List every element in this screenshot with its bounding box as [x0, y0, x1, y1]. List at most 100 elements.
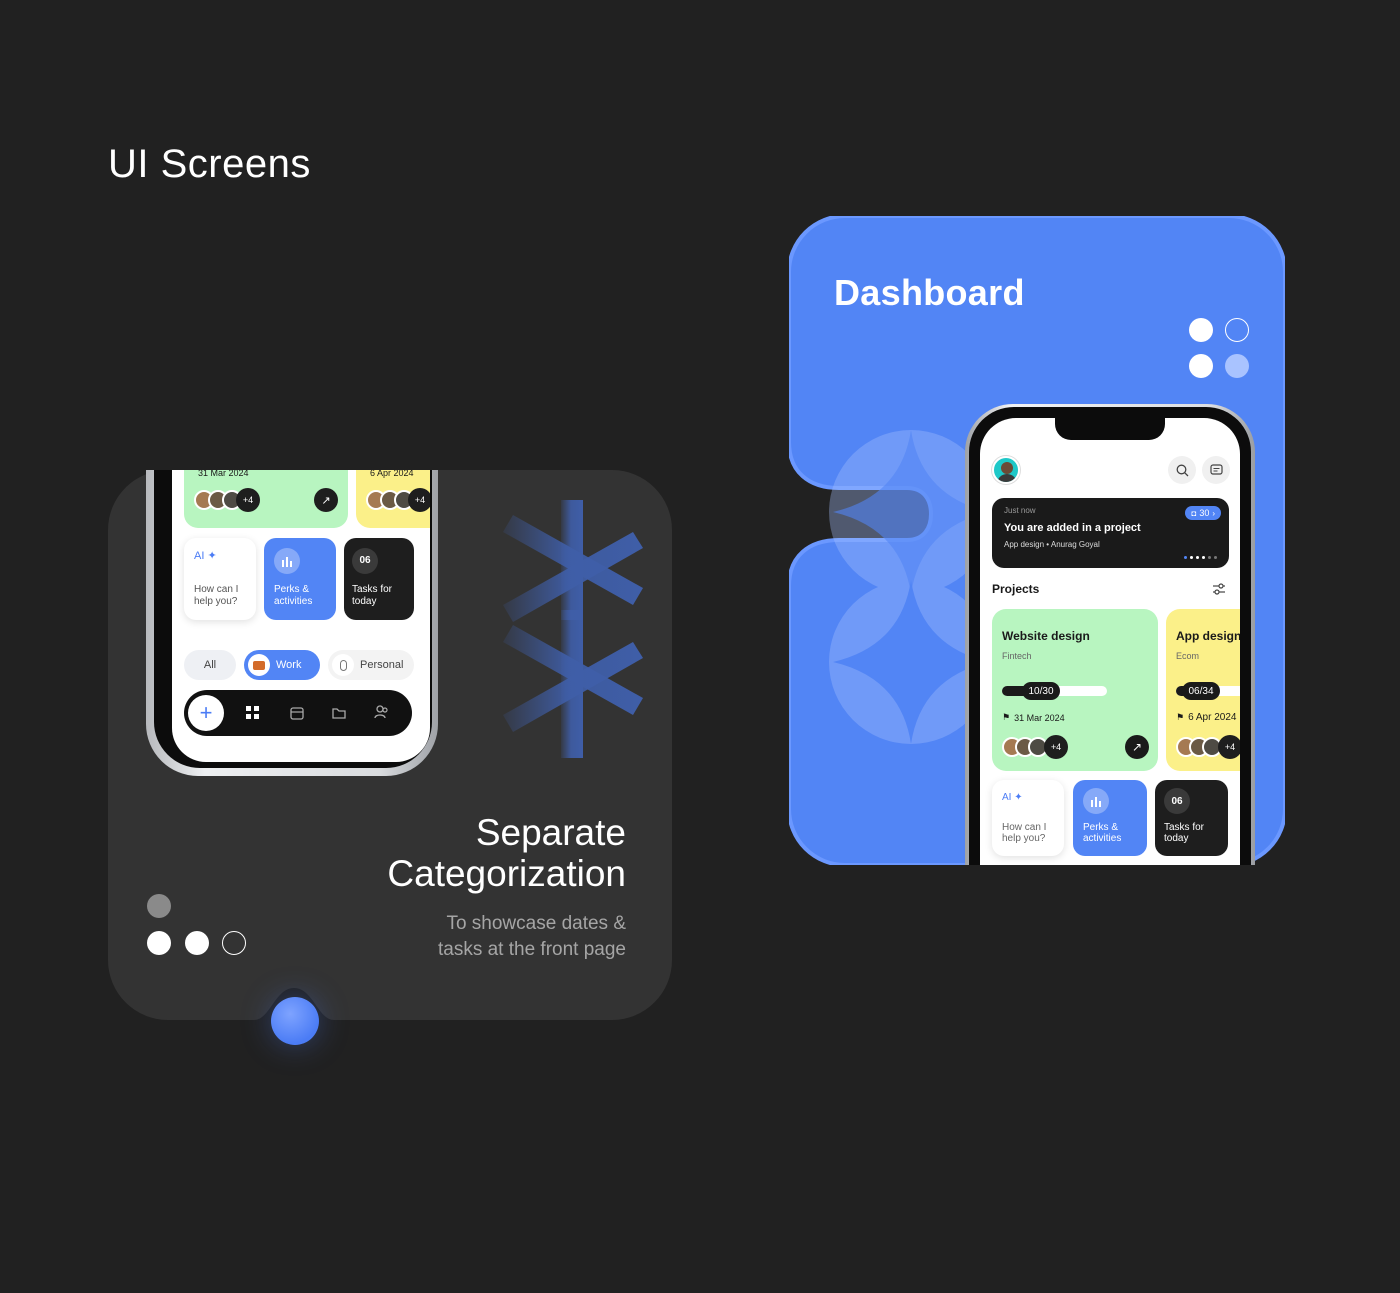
decorative-dot — [1189, 318, 1213, 342]
filter-chip-work[interactable]: Work — [244, 650, 320, 680]
project-date: 6 Apr 2024 — [370, 470, 414, 478]
phone-mockup-right: Just now You are added in a project App … — [965, 404, 1255, 865]
carousel-indicator — [1184, 556, 1217, 559]
filter-chip-personal[interactable]: Personal — [328, 650, 414, 680]
perks-line1: Perks & — [1083, 822, 1119, 833]
tasks-line1: Tasks for — [352, 584, 393, 595]
perks-line2: activities — [274, 596, 313, 607]
separator-dot: • — [1046, 540, 1051, 549]
extra-members-badge: +4 — [1218, 735, 1240, 759]
phone-screen: Just now You are added in a project App … — [980, 418, 1240, 865]
card-subtitle: To showcase dates & tasks at the front p… — [326, 911, 626, 963]
ai-assistant-tile[interactable]: AI ✦ How can I help you? — [184, 538, 256, 620]
project-card-app[interactable]: App design Ecom 06/34 ⚑ 6 Apr 2024 +4 — [1166, 609, 1240, 771]
tasks-line2: today — [1164, 833, 1189, 844]
filter-chip-all[interactable]: All — [184, 650, 236, 680]
notification-time: Just now — [1004, 506, 1036, 515]
decorative-dot — [1225, 354, 1249, 378]
project-name: App design — [1176, 629, 1240, 643]
card-subtitle-line2: tasks at the front page — [437, 939, 626, 960]
project-category: Ecom — [1176, 651, 1200, 661]
person-icon — [332, 654, 354, 676]
decorative-dot — [147, 931, 171, 955]
ai-prompt-line2: help you? — [1002, 833, 1046, 844]
asterisk-decoration — [503, 500, 643, 758]
notification-card[interactable]: Just now You are added in a project App … — [992, 498, 1229, 568]
ai-assistant-tile[interactable]: AI ✦ How can I help you? — [992, 780, 1064, 856]
search-icon[interactable] — [1168, 456, 1196, 484]
tasks-count: 06 — [352, 548, 378, 574]
page-title: UI Screens — [108, 142, 311, 186]
decorative-dot — [1189, 354, 1213, 378]
extra-members-badge: +4 — [408, 488, 430, 512]
notification-badge[interactable]: ◘ 30 › — [1185, 506, 1221, 520]
decorative-dot — [1225, 318, 1249, 342]
phone-mockup-left: 31 Mar 2024 +4 ↗ 6 Apr 2024 +4 AI ✦ How … — [146, 470, 440, 778]
decorative-dot — [147, 894, 171, 918]
open-project-arrow-icon[interactable]: ↗ — [314, 488, 338, 512]
open-project-arrow-icon[interactable]: ↗ — [1125, 735, 1149, 759]
progress-label: 06/34 — [1182, 682, 1220, 700]
sparkle-icon: ✦ — [1014, 792, 1023, 803]
project-date: 31 Mar 2024 — [1014, 712, 1065, 723]
sparkle-icon: ✦ — [207, 550, 217, 562]
project-date: 6 Apr 2024 — [1188, 712, 1237, 723]
blue-orb — [271, 997, 319, 1045]
notification-meta-project: App design — [1004, 540, 1045, 549]
card-title: Dashboard — [834, 272, 1025, 313]
project-card-website[interactable]: 31 Mar 2024 +4 ↗ — [184, 470, 348, 528]
tasks-today-tile[interactable]: 06 Tasks for today — [344, 538, 414, 620]
notification-meta-person: Anurag Goyal — [1050, 540, 1100, 549]
message-icon[interactable] — [1202, 456, 1230, 484]
bar-chart-icon — [1083, 788, 1109, 814]
chevron-right-icon: › — [1212, 508, 1215, 518]
people-icon[interactable] — [374, 705, 390, 724]
briefcase-icon — [248, 654, 270, 676]
bottom-navigation: + — [184, 690, 412, 736]
chip-label: Work — [276, 659, 302, 671]
progress-label: 10/30 — [1022, 682, 1060, 700]
project-category: Fintech — [1002, 651, 1032, 661]
ai-label: AI — [194, 550, 205, 562]
perks-activities-tile[interactable]: Perks & activities — [1073, 780, 1147, 856]
bell-icon: ◘ — [1191, 508, 1197, 518]
card-title-line1: Separate — [475, 812, 626, 853]
decorative-dot — [185, 931, 209, 955]
tasks-line1: Tasks for — [1164, 822, 1205, 833]
phone-screen: 31 Mar 2024 +4 ↗ 6 Apr 2024 +4 AI ✦ How … — [172, 470, 430, 762]
decorative-dot — [222, 931, 246, 955]
tasks-count: 06 — [1164, 788, 1190, 814]
tasks-line2: today — [352, 596, 377, 607]
chip-label: Personal — [360, 659, 404, 671]
card-title-line2: Categorization — [387, 853, 626, 894]
bar-chart-icon — [274, 548, 300, 574]
folder-icon[interactable] — [332, 706, 346, 725]
perks-line1: Perks & — [274, 584, 310, 595]
phone-notch — [1055, 418, 1165, 440]
avatar[interactable] — [992, 456, 1020, 484]
flag-icon: ⚑ — [1002, 712, 1011, 722]
perks-line2: activities — [1083, 833, 1122, 844]
calendar-icon[interactable] — [290, 706, 304, 725]
ai-prompt-line1: How can I — [194, 584, 239, 595]
dashboard-icon[interactable] — [246, 706, 260, 725]
project-card-website[interactable]: Website design Fintech 10/30 ⚑ 31 Mar 20… — [992, 609, 1158, 771]
flag-icon: ⚑ — [1176, 712, 1185, 722]
extra-members-badge: +4 — [1044, 735, 1068, 759]
progress-fill — [1002, 686, 1038, 696]
project-name: Website design — [1002, 629, 1090, 643]
perks-activities-tile[interactable]: Perks & activities — [264, 538, 336, 620]
ai-label: AI — [1002, 792, 1012, 803]
ai-prompt-line2: help you? — [194, 596, 238, 607]
card-title: Separate Categorization — [266, 812, 626, 894]
extra-members-badge: +4 — [236, 488, 260, 512]
ai-prompt-line1: How can I — [1002, 822, 1047, 833]
project-date: 31 Mar 2024 — [198, 470, 249, 478]
notification-message: You are added in a project — [1004, 522, 1141, 534]
filter-icon[interactable] — [1212, 582, 1226, 601]
badge-count: 30 — [1199, 508, 1210, 518]
section-title: Projects — [992, 582, 1040, 596]
project-card-app[interactable]: 6 Apr 2024 +4 — [356, 470, 430, 528]
tasks-today-tile[interactable]: 06 Tasks for today — [1155, 780, 1228, 856]
plus-icon[interactable]: + — [188, 695, 224, 731]
